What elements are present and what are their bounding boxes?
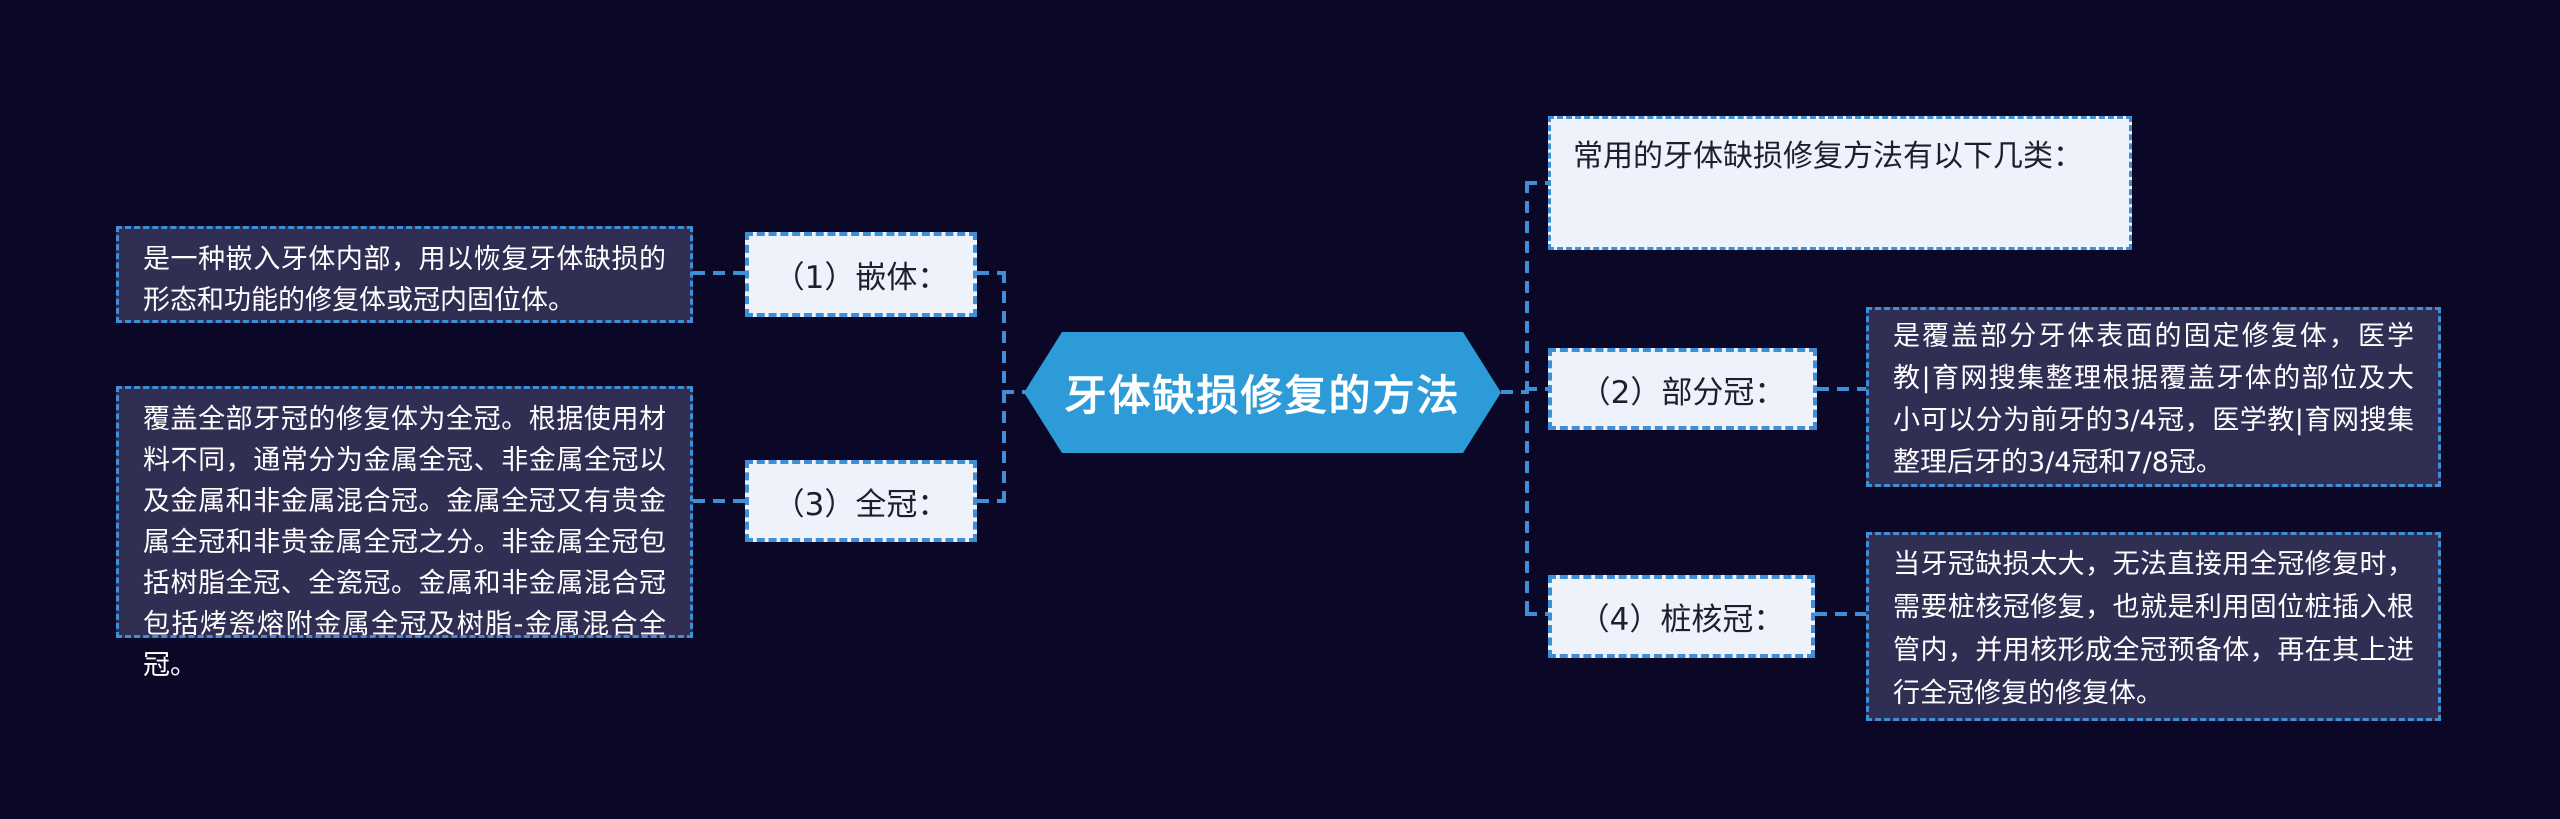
branch-description-partial-crown: 是覆盖部分牙体表面的固定修复体，医学教|育网搜集整理根据覆盖牙体的部位及大小可以…: [1866, 307, 2441, 487]
branch-node-post-core-crown: （4）桩核冠：: [1548, 575, 1815, 658]
connector-full-crown-node-to-bus: [977, 499, 1006, 503]
branch-description-post-core-crown: 当牙冠缺损太大，无法直接用全冠修复时，需要桩核冠修复，也就是利用固位桩插入根管内…: [1866, 532, 2441, 721]
branch-description-full-crown: 覆盖全部牙冠的修复体为全冠。根据使用材料不同，通常分为金属全冠、非金属全冠以及金…: [116, 386, 693, 681]
connector-trunk-to-intro-box: [1525, 181, 1548, 185]
branch-node-partial-crown: （2）部分冠：: [1548, 348, 1817, 430]
connector-post-core-node-to-desc: [1815, 612, 1866, 616]
connector-bus-to-hexagon-left: [1002, 390, 1028, 394]
connector-right-trunk: [1525, 181, 1529, 614]
center-topic-node: 牙体缺损修复的方法: [1024, 332, 1501, 453]
connector-inlay-desc-to-node: [693, 271, 745, 275]
connector-inlay-node-to-bus: [977, 271, 1006, 275]
connector-hexagon-right-to-trunk: [1501, 390, 1529, 394]
intro-box: 常用的牙体缺损修复方法有以下几类：: [1548, 116, 2132, 250]
connector-partial-crown-node-to-desc: [1817, 387, 1866, 391]
branch-node-inlay: （1）嵌体：: [745, 232, 977, 317]
connector-full-crown-desc-to-node: [693, 499, 745, 503]
branch-node-full-crown: （3）全冠：: [745, 460, 977, 542]
connector-trunk-to-post-core-node: [1525, 612, 1548, 616]
connector-trunk-to-partial-crown-node: [1525, 387, 1548, 391]
branch-description-inlay: 是一种嵌入牙体内部，用以恢复牙体缺损的形态和功能的修复体或冠内固位体。: [116, 226, 693, 323]
connector-left-bus: [1002, 271, 1006, 503]
